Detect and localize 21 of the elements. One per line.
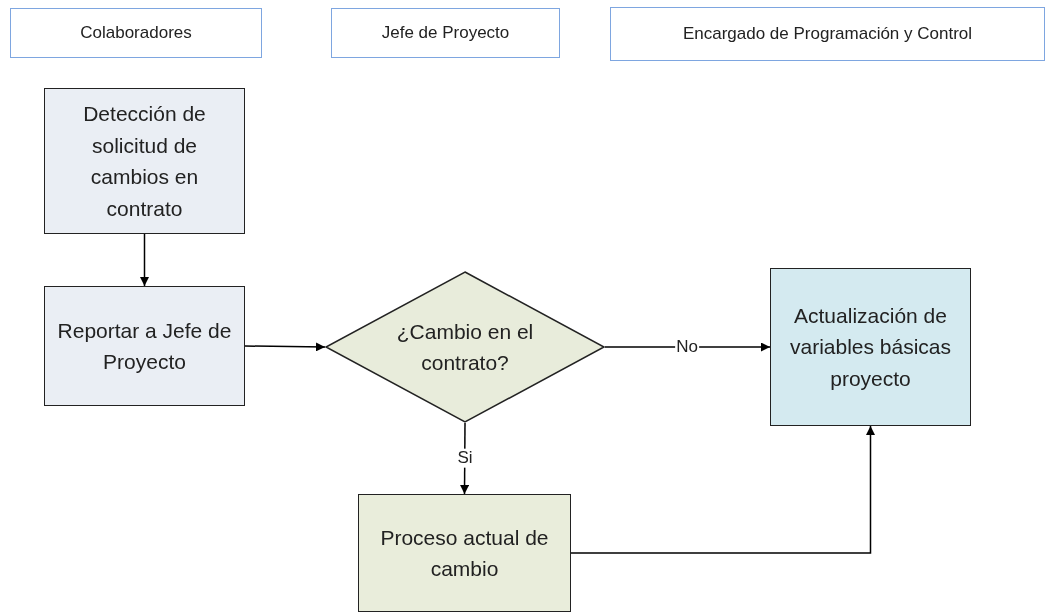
process-box — [358, 494, 571, 612]
step-text: Proceso actual de cambio — [379, 524, 550, 582]
lane-header — [610, 7, 1045, 61]
arrow — [244, 342, 326, 352]
lane-header — [331, 8, 560, 58]
lane-header — [10, 8, 262, 58]
lane-title: Colaboradores — [80, 22, 192, 45]
arrow — [570, 425, 875, 554]
arrow — [604, 342, 771, 352]
arrow — [140, 233, 149, 287]
lane-title: Encargado de Programación y Control — [682, 23, 973, 46]
step-text: Detección de solicitud de cambios en contrato — [82, 101, 207, 222]
process-box — [44, 286, 245, 406]
step-text: Reportar a Jefe de Proyecto — [56, 317, 233, 375]
edge-label: Si — [456, 448, 474, 468]
arrow — [460, 422, 470, 495]
step-text: Actualización de variables básicas proyecto — [788, 302, 953, 392]
step-text: ¿Cambio en el contrato? — [395, 318, 535, 376]
process-box — [770, 268, 971, 426]
process-box — [44, 88, 245, 234]
lane-title: Jefe de Proyecto — [381, 22, 510, 45]
